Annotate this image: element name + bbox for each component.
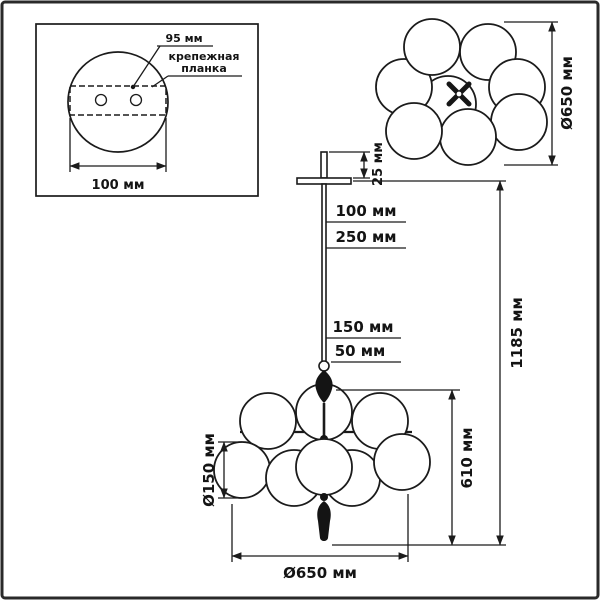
topview-diameter-dimension: Ø650 мм	[504, 21, 576, 166]
stem-lower-label: 150 мм	[332, 318, 393, 336]
stem-tip-label: 50 мм	[335, 342, 386, 360]
rod-min-label: 100 мм	[335, 202, 396, 220]
top-view: Ø650 мм	[375, 18, 576, 166]
rod-length-dimensions: 100 мм 250 мм 150 мм 50 мм	[326, 202, 406, 363]
body-width-label: Ø650 мм	[283, 564, 357, 582]
globe	[403, 18, 461, 76]
canopy-stem-label: 25 мм	[371, 142, 386, 186]
leader-line-95	[132, 45, 161, 88]
canopy-stem-dimension: 25 мм	[329, 142, 386, 186]
body-width-dimension: Ø650 мм	[231, 494, 409, 582]
globe	[490, 93, 548, 151]
hole-spacing-label: 95 мм	[165, 32, 202, 45]
side-view: 25 мм 100 мм 250 мм 150 мм 50 мм	[200, 142, 526, 582]
mounting-hole-right	[129, 93, 143, 107]
body-height-label: 610 мм	[458, 427, 476, 488]
globe-diameter-label: Ø150 мм	[200, 433, 218, 507]
total-height-dimension: 1185 мм	[332, 180, 526, 546]
inset-frame	[35, 23, 259, 197]
ceiling-plate	[296, 177, 352, 185]
rod-ball	[318, 360, 330, 372]
total-height-label: 1185 мм	[508, 297, 526, 369]
globe	[373, 433, 431, 491]
rod-max-label: 250 мм	[335, 228, 396, 246]
tassel-knob	[320, 493, 328, 501]
tassel	[317, 493, 331, 541]
bracket-label-line2: планка	[181, 62, 227, 75]
topview-diameter-label: Ø650 мм	[558, 56, 576, 130]
globe	[295, 438, 353, 496]
globe-diameter-dimension: Ø150 мм	[200, 433, 242, 507]
mounting-hole-left	[94, 93, 108, 107]
body-height-dimension: 610 мм	[336, 389, 476, 546]
plate-width-label: 100 мм	[92, 178, 145, 193]
globe	[213, 441, 271, 499]
globe	[239, 392, 297, 450]
canopy-circle	[67, 51, 169, 153]
bracket-label-line1: крепежная	[169, 50, 240, 63]
mounting-bracket-outline	[69, 85, 167, 116]
globe	[439, 108, 497, 166]
decor-finial	[315, 370, 333, 403]
center-hub-icon	[446, 81, 472, 107]
tassel-body	[317, 501, 331, 541]
leader-line-bracket	[151, 75, 169, 88]
mounting-plate-inset: 95 мм крепежная планка 100 мм	[35, 23, 259, 197]
plate-width-dimension: 100 мм	[69, 118, 167, 193]
ceiling-stem	[320, 151, 328, 179]
suspension-rod	[321, 183, 327, 363]
globe	[385, 102, 443, 160]
